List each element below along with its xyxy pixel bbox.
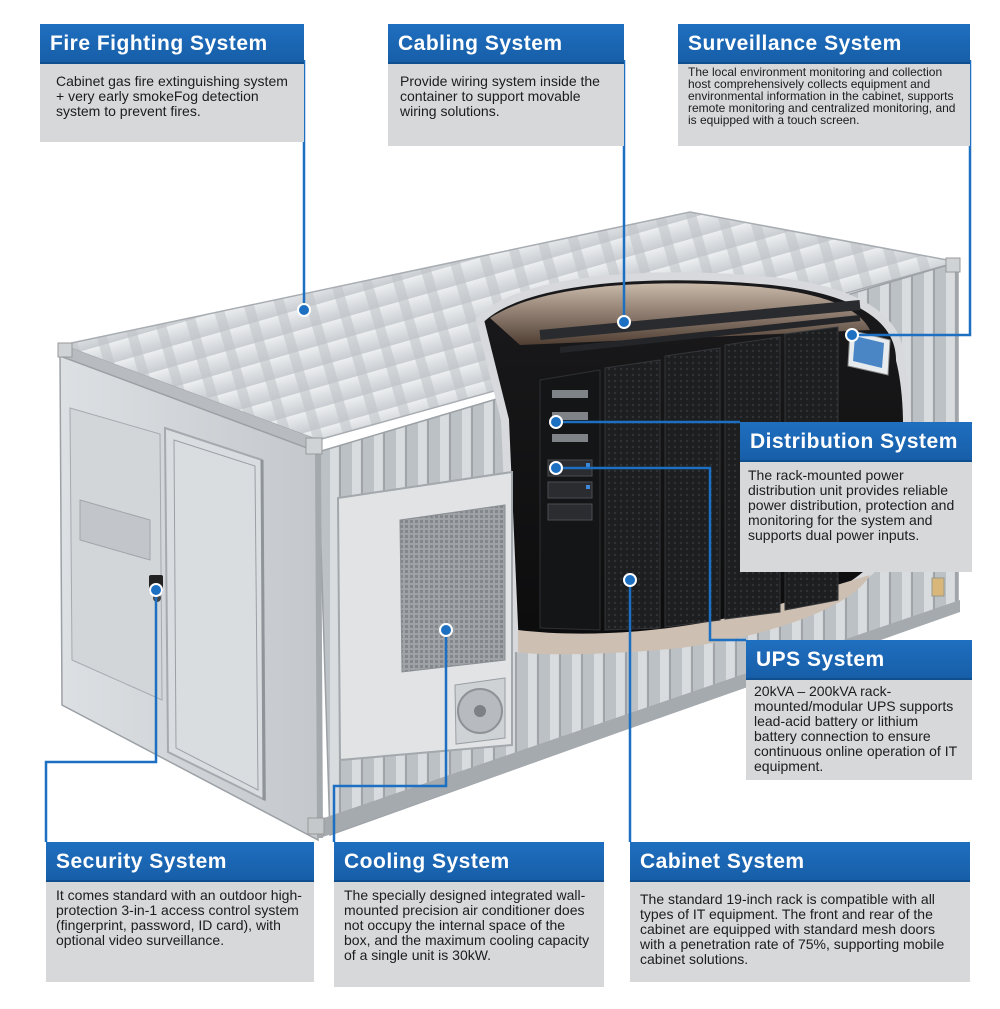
distribution-title: Distribution System	[740, 422, 972, 462]
surveillance-title: Surveillance System	[678, 24, 970, 64]
ups-callout: UPS System 20kVA – 200kVA rack-mounted/m…	[746, 640, 972, 780]
surveillance-callout: Surveillance System The local environmen…	[678, 24, 970, 146]
surveillance-text: The local environment monitoring and col…	[678, 64, 970, 146]
cooling-callout: Cooling System The specially designed in…	[334, 842, 604, 987]
security-title: Security System	[46, 842, 314, 882]
fire-fighting-text: Cabinet gas fire extinguishing system + …	[40, 64, 304, 142]
cooling-title: Cooling System	[334, 842, 604, 882]
distribution-text: The rack-mounted power distribution unit…	[740, 462, 972, 572]
distribution-callout: Distribution System The rack-mounted pow…	[740, 422, 972, 572]
leader-dots	[149, 303, 859, 637]
cabinet-text: The standard 19-inch rack is compatible …	[630, 882, 970, 982]
ups-title: UPS System	[746, 640, 972, 680]
cabinet-title: Cabinet System	[630, 842, 970, 882]
cooling-text: The specially designed integrated wall-m…	[334, 882, 604, 987]
fire-fighting-title: Fire Fighting System	[40, 24, 304, 64]
security-callout: Security System It comes standard with a…	[46, 842, 314, 982]
security-text: It comes standard with an outdoor high-p…	[46, 882, 314, 982]
fire-fighting-callout: Fire Fighting System Cabinet gas fire ex…	[40, 24, 304, 142]
cabinet-callout: Cabinet System The standard 19-inch rack…	[630, 842, 970, 982]
leader-lines	[44, 60, 972, 842]
cabling-title: Cabling System	[388, 24, 624, 64]
ups-text: 20kVA – 200kVA rack-mounted/modular UPS …	[746, 680, 972, 780]
cabling-callout: Cabling System Provide wiring system ins…	[388, 24, 624, 146]
cabling-text: Provide wiring system inside the contain…	[388, 64, 624, 146]
